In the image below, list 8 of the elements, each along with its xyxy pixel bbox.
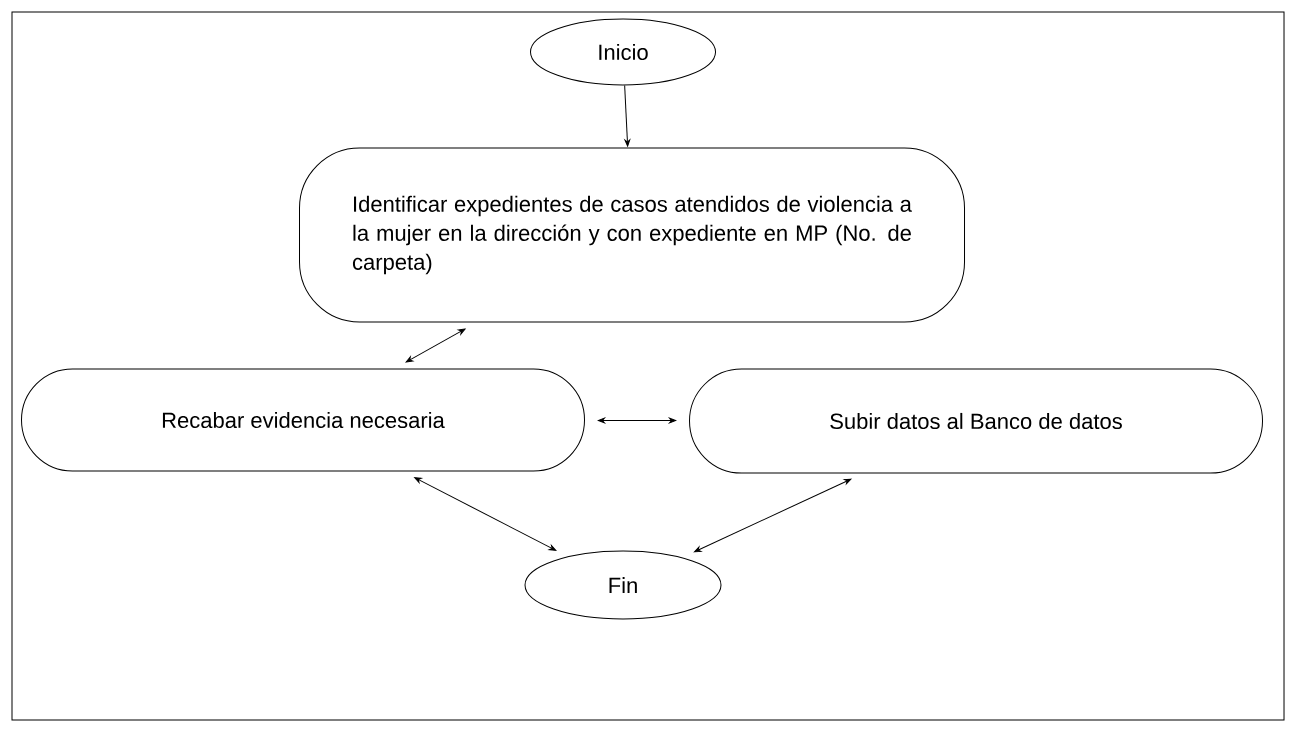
arrow <box>624 85 631 147</box>
arrow <box>693 478 852 553</box>
process-box: Identificar expedientes de casos atendidos de violencia a la mujer en la dirección y con expediente en MP (No. de carpeta) <box>299 147 965 323</box>
process-box: Subir datos al Banco de datos <box>689 368 1263 474</box>
process-box: Recabar evidencia necesaria <box>21 368 585 472</box>
arrow <box>414 477 557 551</box>
arrow <box>597 417 677 424</box>
arrow <box>405 328 466 363</box>
